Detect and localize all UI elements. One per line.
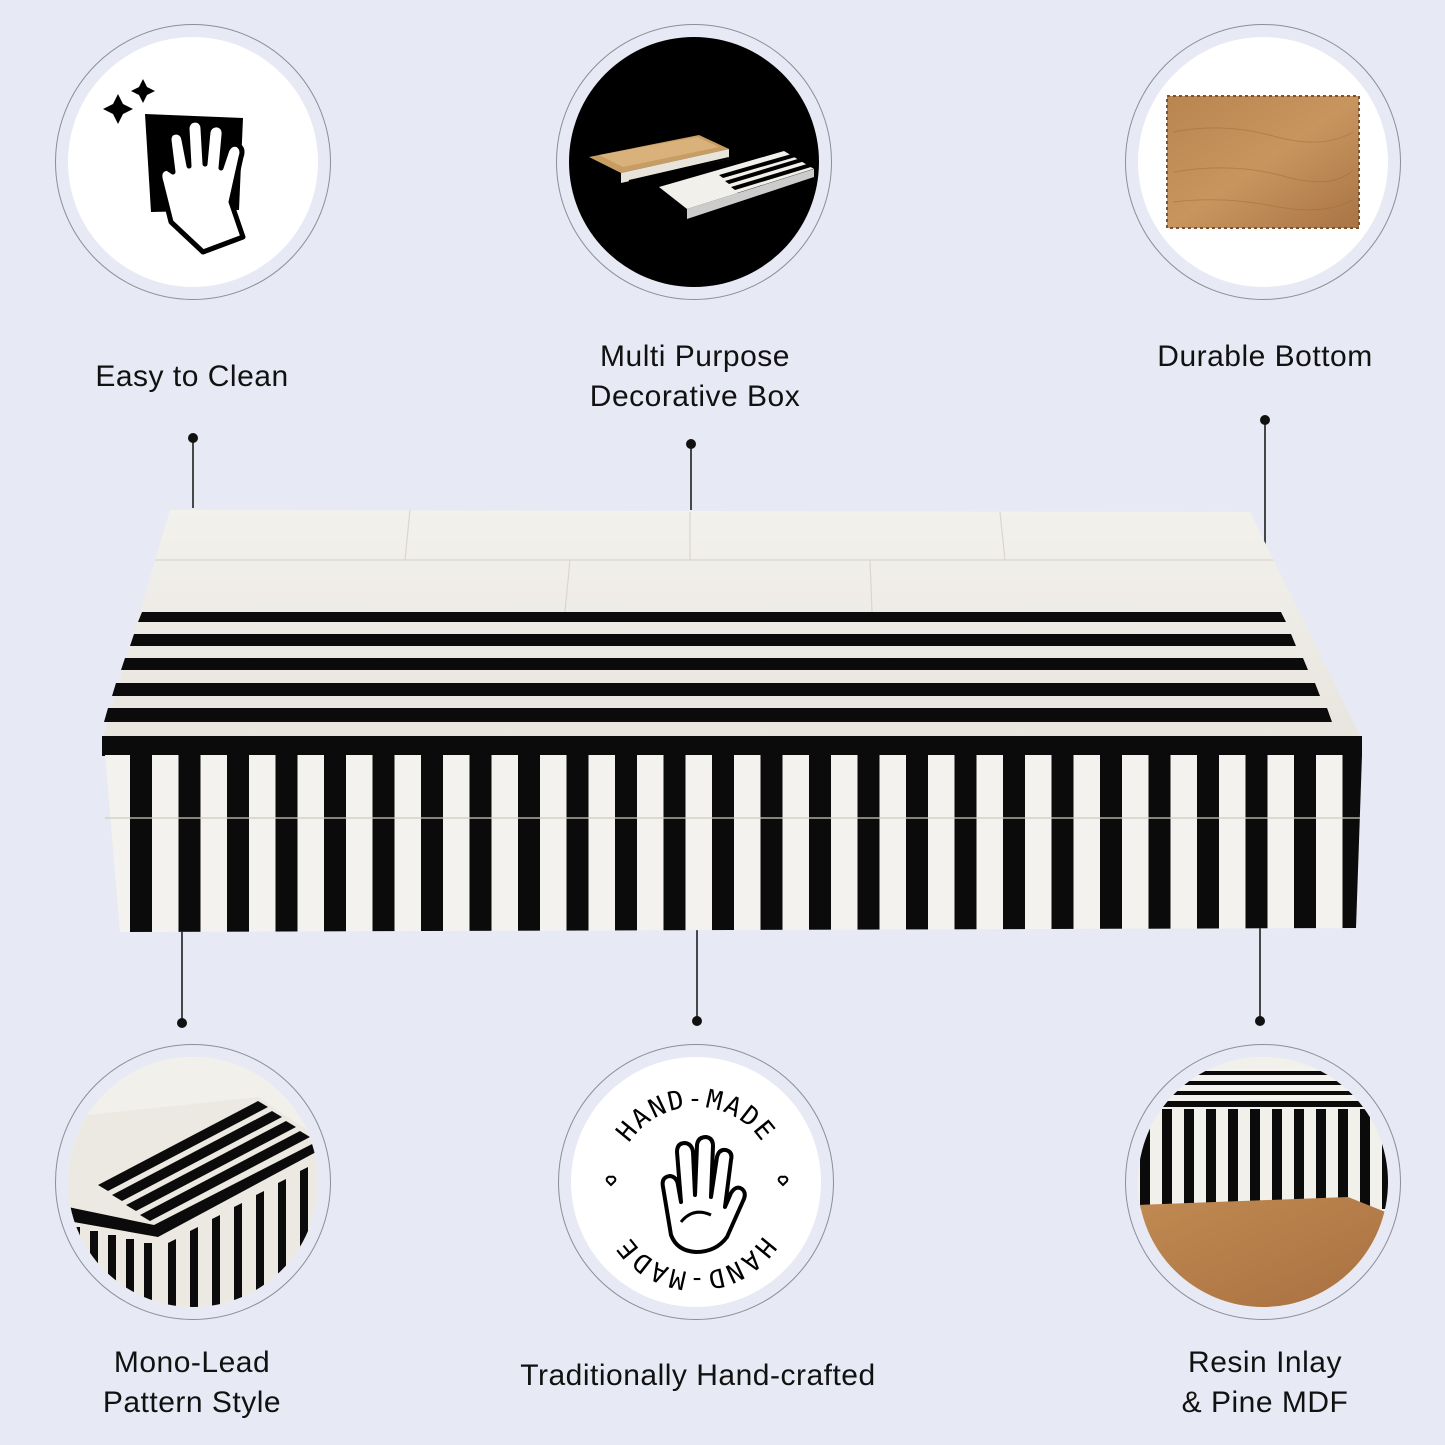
heart-icon bbox=[605, 1175, 617, 1187]
wood-bottom-image bbox=[1166, 95, 1360, 229]
label-line: Traditionally Hand-crafted bbox=[520, 1359, 876, 1392]
stripe-closeup-image bbox=[68, 1057, 318, 1307]
feature-circle-durable-bottom bbox=[1125, 24, 1401, 300]
feature-circle-easy-clean bbox=[55, 24, 331, 300]
dot-easy-clean bbox=[188, 433, 198, 443]
label-easy-clean: Easy to Clean bbox=[42, 357, 342, 397]
label-line: Mono-Lead bbox=[113, 1346, 271, 1379]
box-lid-top bbox=[102, 510, 1362, 740]
svg-text:HAND-MADE: HAND-MADE bbox=[611, 1084, 782, 1148]
label-line: Pattern Style bbox=[102, 1386, 282, 1419]
dot-hand-crafted bbox=[692, 1016, 702, 1026]
front-stripes bbox=[130, 755, 1362, 932]
heart-icon bbox=[777, 1175, 789, 1187]
dot-mono-lead bbox=[177, 1018, 187, 1028]
badge-top-text: HAND-MADE bbox=[611, 1084, 780, 1148]
label-durable-bottom: Durable Bottom bbox=[1110, 337, 1420, 377]
feature-circle-mono-lead bbox=[55, 1044, 331, 1320]
label-mono-lead: Mono-Lead Pattern Style bbox=[42, 1343, 342, 1423]
label-line: Decorative Box bbox=[589, 380, 801, 413]
dot-resin-inlay bbox=[1255, 1016, 1265, 1026]
dot-durable-bottom bbox=[1260, 415, 1270, 425]
label-line: Durable Bottom bbox=[1157, 340, 1373, 373]
feature-circle-multi-purpose bbox=[556, 24, 832, 300]
lid-stripes bbox=[102, 612, 1362, 756]
open-box-image bbox=[589, 135, 814, 219]
label-line: Resin Inlay bbox=[1188, 1346, 1342, 1379]
label-multi-purpose: Multi Purpose Decorative Box bbox=[540, 337, 850, 417]
hand-made-badge-icon: HAND-MADE HAND-MADE bbox=[605, 1084, 789, 1295]
cleaning-cloth-hand-icon bbox=[103, 79, 246, 255]
label-hand-crafted: Traditionally Hand-crafted bbox=[470, 1356, 926, 1396]
label-line: & Pine MDF bbox=[1181, 1386, 1349, 1419]
label-line: Multi Purpose bbox=[600, 340, 790, 373]
label-line: Easy to Clean bbox=[95, 360, 289, 393]
sparkle-icon bbox=[103, 94, 133, 124]
sparkle-icon bbox=[131, 79, 155, 103]
feature-circle-hand-crafted: HAND-MADE HAND-MADE bbox=[558, 1044, 834, 1320]
label-resin-inlay: Resin Inlay & Pine MDF bbox=[1110, 1343, 1420, 1423]
resin-pine-closeup-image bbox=[1138, 1057, 1388, 1307]
feature-circle-resin-inlay bbox=[1125, 1044, 1401, 1320]
dot-multi-purpose bbox=[686, 439, 696, 449]
